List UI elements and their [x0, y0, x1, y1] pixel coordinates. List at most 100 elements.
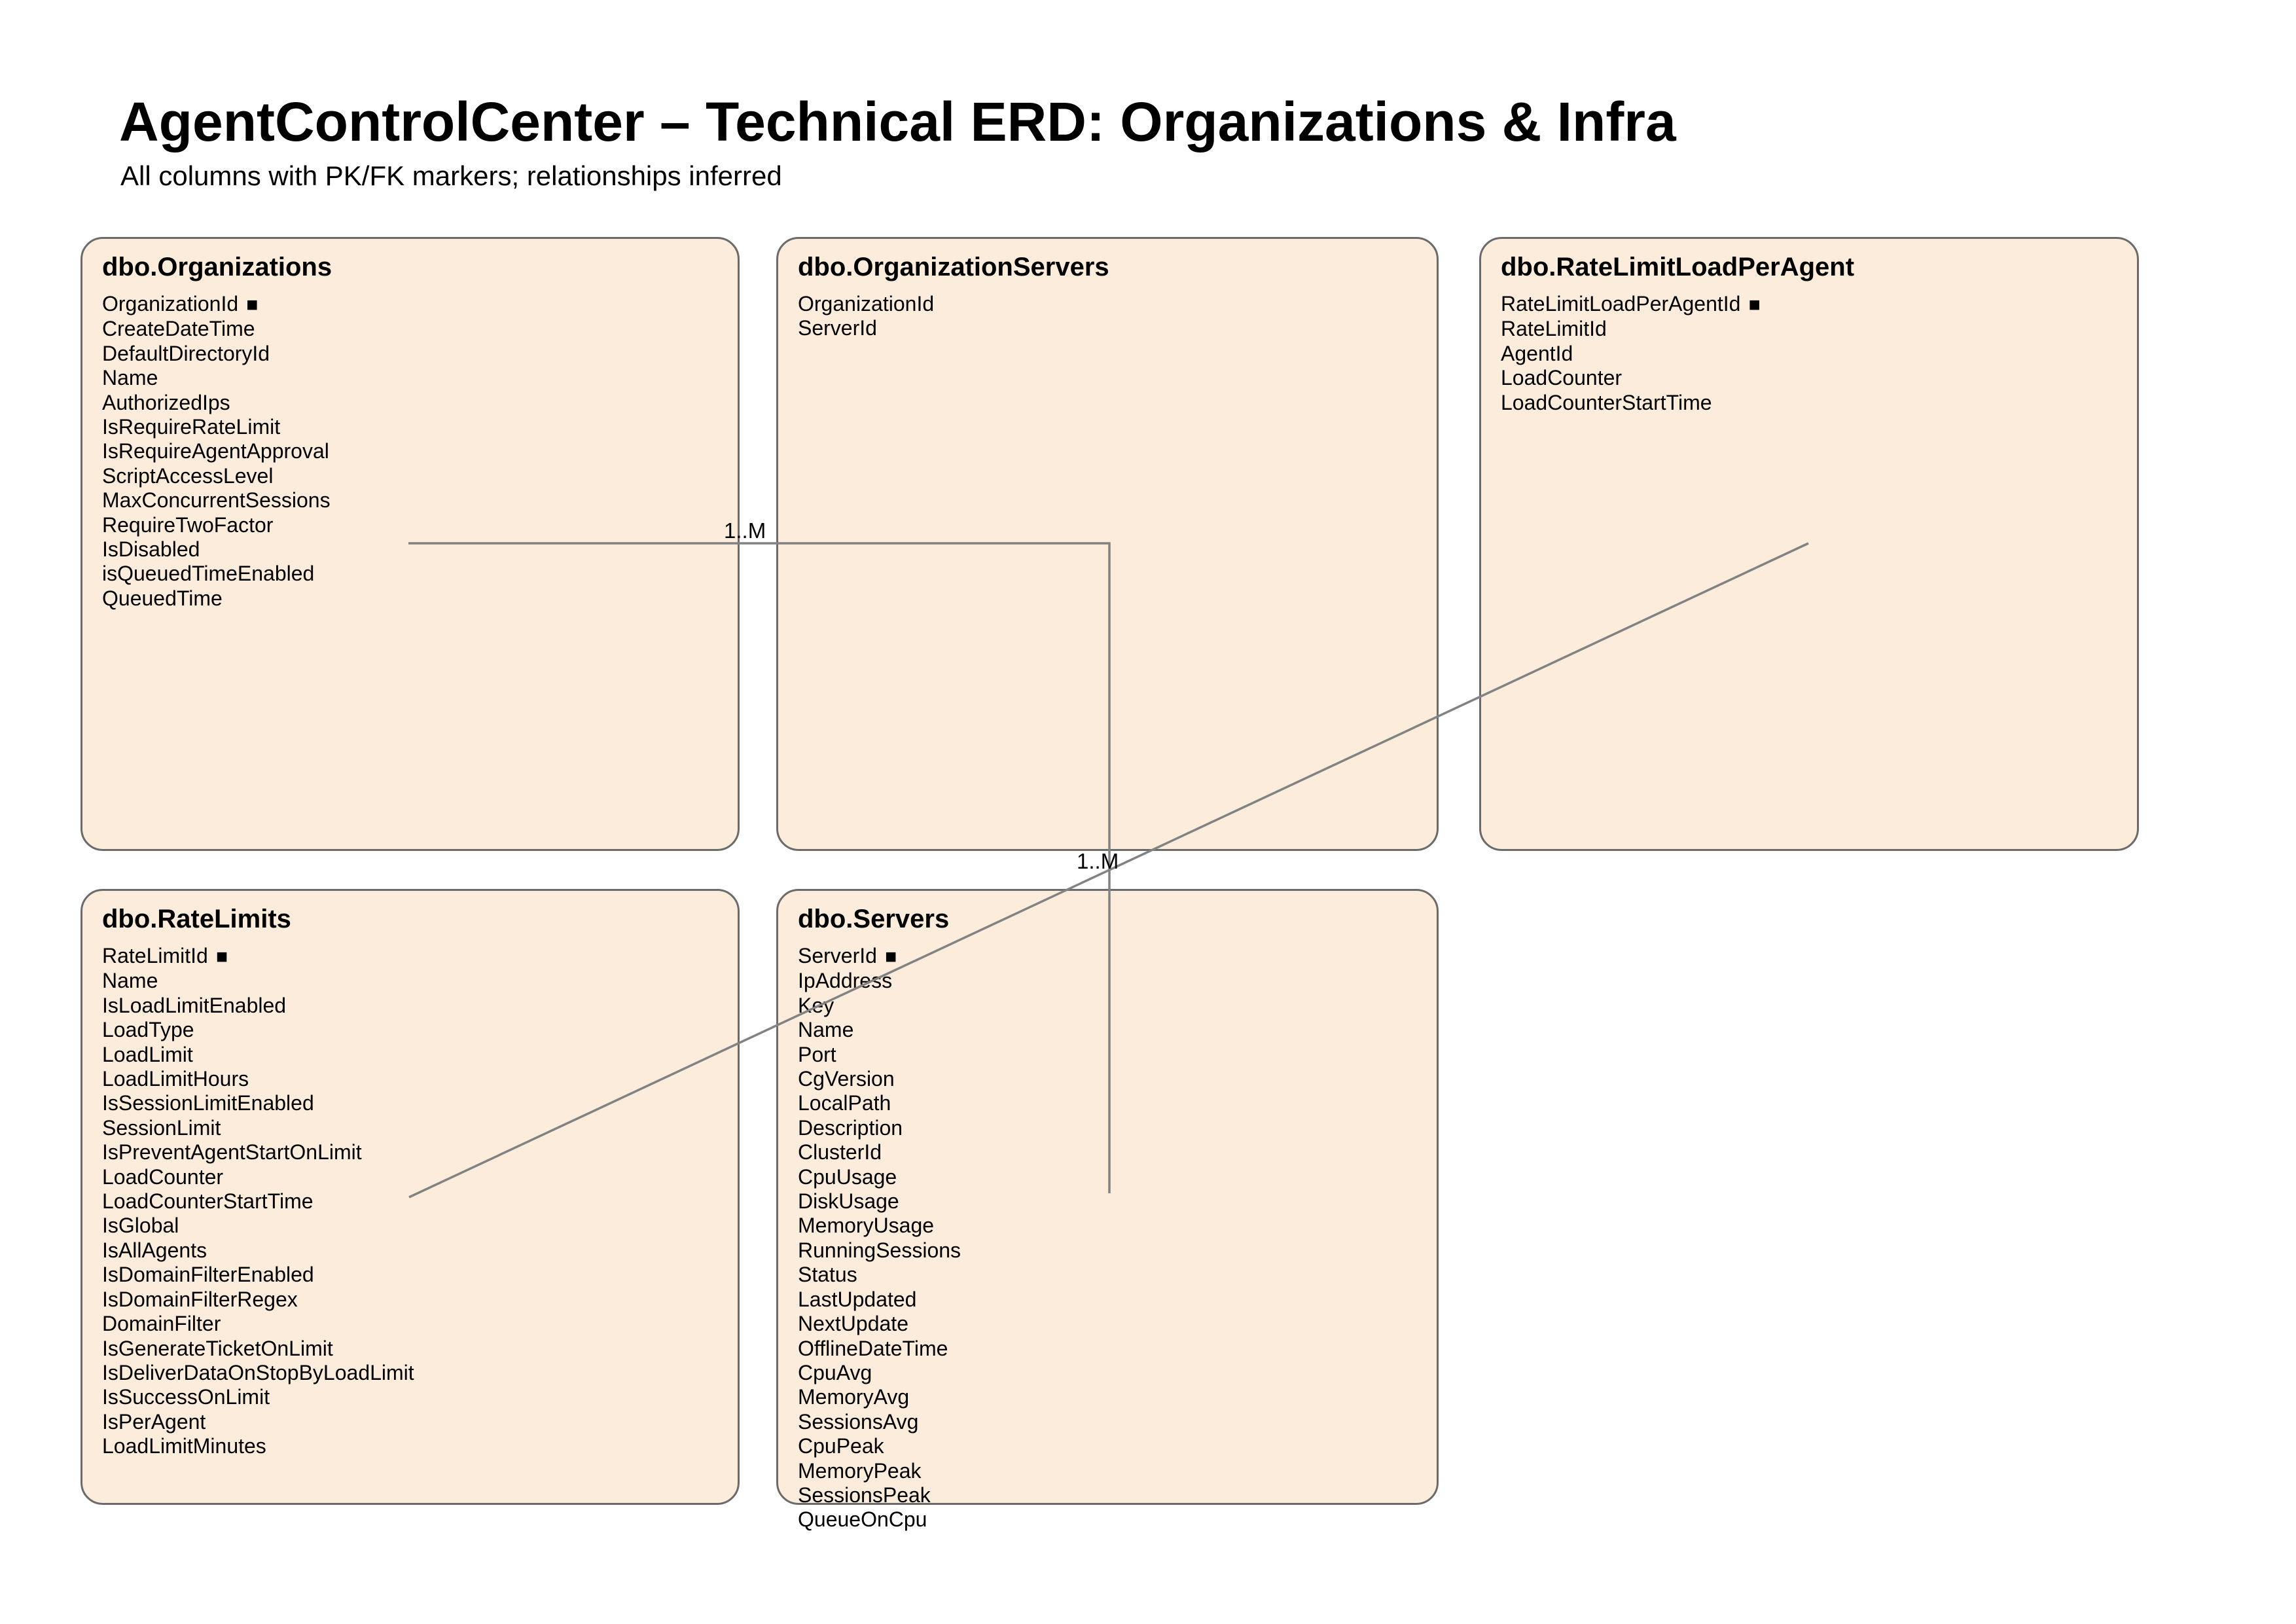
- column-name: IsSuccessOnLimit: [102, 1385, 270, 1409]
- column-name: DomainFilter: [102, 1312, 221, 1336]
- column-name: LoadLimitMinutes: [102, 1434, 266, 1458]
- column-name: MaxConcurrentSessions: [102, 488, 331, 513]
- column-row: QueuedTime: [102, 586, 738, 611]
- column-row: AuthorizedIps: [102, 391, 738, 415]
- column-row: IsAllAgents: [102, 1238, 738, 1263]
- column-name: MemoryAvg: [798, 1385, 910, 1409]
- column-row: ServerId■: [798, 944, 1437, 969]
- column-name: RequireTwoFactor: [102, 513, 274, 537]
- column-name: LoadCounter: [102, 1164, 224, 1189]
- column-row: OrganizationId: [798, 292, 1437, 316]
- column-name: RunningSessions: [798, 1238, 961, 1262]
- column-row: RateLimitLoadPerAgentId■: [1501, 292, 2137, 317]
- column-row: IsSessionLimitEnabled: [102, 1091, 738, 1115]
- entity-title: dbo.RateLimits: [102, 905, 291, 933]
- column-row: Port: [798, 1043, 1437, 1067]
- column-row: RunningSessions: [798, 1238, 1437, 1263]
- column-name: CreateDateTime: [102, 317, 255, 341]
- cardinality-label: 1..M: [724, 518, 766, 543]
- cardinality-label: 1..M: [1077, 849, 1119, 873]
- column-name: AgentId: [1501, 341, 1573, 365]
- column-name: MemoryPeak: [798, 1458, 922, 1483]
- column-name: Name: [102, 969, 158, 993]
- column-row: IsGlobal: [102, 1214, 738, 1238]
- column-row: DiskUsage: [798, 1189, 1437, 1214]
- column-name: IpAddress: [798, 969, 893, 993]
- column-row: Name: [102, 969, 738, 993]
- page-subtitle: All columns with PK/FK markers; relation…: [120, 160, 782, 191]
- column-name: Status: [798, 1263, 857, 1287]
- column-row: IsRequireAgentApproval: [102, 439, 738, 463]
- column-name: SessionLimit: [102, 1115, 221, 1140]
- column-name: QueueOnCpu: [798, 1507, 927, 1532]
- column-name: DefaultDirectoryId: [102, 341, 270, 365]
- column-row: IsDomainFilterEnabled: [102, 1263, 738, 1287]
- column-name: IsDomainFilterEnabled: [102, 1263, 314, 1287]
- column-row: LoadType: [102, 1018, 738, 1042]
- column-name: IsSessionLimitEnabled: [102, 1091, 314, 1115]
- entity-title: dbo.Servers: [798, 905, 950, 933]
- column-row: IsPreventAgentStartOnLimit: [102, 1140, 738, 1164]
- column-row: NextUpdate: [798, 1312, 1437, 1336]
- page-title: AgentControlCenter – Technical ERD: Orga…: [119, 91, 1676, 153]
- column-name: CpuAvg: [798, 1360, 872, 1384]
- column-name: MemoryUsage: [798, 1214, 935, 1238]
- column-name: IsGlobal: [102, 1214, 179, 1238]
- column-row: CgVersion: [798, 1067, 1437, 1091]
- column-name: isQueuedTimeEnabled: [102, 562, 315, 586]
- column-row: CpuPeak: [798, 1434, 1437, 1458]
- column-name: IsAllAgents: [102, 1238, 207, 1262]
- primary-key-icon: ■: [1748, 294, 1761, 316]
- column-row: MemoryUsage: [798, 1214, 1437, 1238]
- column-name: LoadCounter: [1501, 366, 1623, 390]
- column-row: AgentId: [1501, 342, 2137, 366]
- column-name: RateLimitId: [1501, 317, 1607, 341]
- column-row: Key: [798, 994, 1437, 1018]
- entity-title: dbo.RateLimitLoadPerAgent: [1501, 253, 1855, 281]
- column-row: MemoryPeak: [798, 1459, 1437, 1483]
- column-name: LoadLimit: [102, 1042, 193, 1066]
- column-row: IsRequireRateLimit: [102, 415, 738, 439]
- column-name: IsRequireAgentApproval: [102, 439, 329, 463]
- column-name: IsDeliverDataOnStopByLoadLimit: [102, 1360, 414, 1384]
- column-row: CpuUsage: [798, 1165, 1437, 1189]
- column-name: ScriptAccessLevel: [102, 463, 274, 488]
- column-name: SessionsAvg: [798, 1409, 919, 1434]
- column-name: LocalPath: [798, 1091, 891, 1115]
- column-row: ServerId: [798, 316, 1437, 340]
- column-row: Description: [798, 1116, 1437, 1140]
- column-row: Status: [798, 1263, 1437, 1287]
- column-name: Name: [102, 366, 158, 390]
- column-row: Name: [102, 366, 738, 390]
- column-name: OrganizationId: [102, 292, 239, 316]
- column-name: Port: [798, 1042, 836, 1066]
- column-row: SessionsAvg: [798, 1410, 1437, 1434]
- column-row: IsPerAgent: [102, 1410, 738, 1434]
- column-name: IsPreventAgentStartOnLimit: [102, 1140, 362, 1164]
- column-row: IsGenerateTicketOnLimit: [102, 1337, 738, 1361]
- column-name: RateLimitId: [102, 944, 208, 967]
- column-name: DiskUsage: [798, 1189, 899, 1214]
- primary-key-icon: ■: [215, 946, 228, 967]
- column-row: RequireTwoFactor: [102, 513, 738, 537]
- column-row: LastUpdated: [798, 1288, 1437, 1312]
- column-name: AuthorizedIps: [102, 390, 230, 414]
- column-row: IsSuccessOnLimit: [102, 1385, 738, 1409]
- column-name: SessionsPeak: [798, 1483, 931, 1507]
- column-name: ServerId: [798, 316, 877, 340]
- entity-title: dbo.Organizations: [102, 253, 332, 281]
- column-row: SessionLimit: [102, 1116, 738, 1140]
- column-name: CpuPeak: [798, 1434, 884, 1458]
- column-row: LoadCounterStartTime: [102, 1189, 738, 1214]
- column-row: QueueOnCpu: [798, 1507, 1437, 1532]
- primary-key-icon: ■: [884, 946, 897, 967]
- column-name: LoadType: [102, 1018, 194, 1042]
